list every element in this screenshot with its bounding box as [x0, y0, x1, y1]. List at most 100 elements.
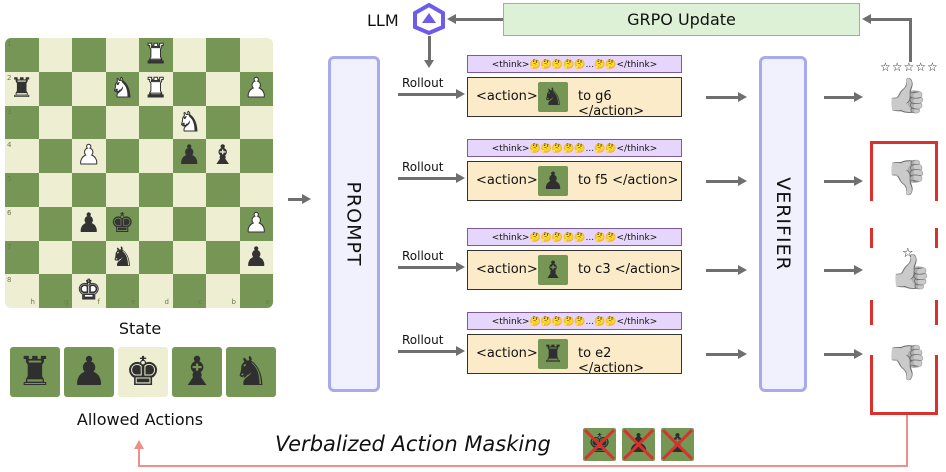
- flow-arrow: [824, 353, 854, 356]
- allowed-action-tile: ♚: [118, 347, 168, 397]
- board-square: [239, 206, 273, 241]
- chess-piece: ♚: [76, 275, 101, 307]
- rank-label: 7: [7, 242, 12, 251]
- rollout-label: Rollout: [402, 160, 444, 174]
- allowed-action-tile: ♝: [172, 347, 222, 397]
- flow-arrow: [706, 180, 738, 183]
- board-square: [105, 173, 139, 207]
- file-label: f: [97, 298, 100, 306]
- action-piece-icon: ♜: [538, 339, 568, 369]
- board-square: [105, 105, 139, 140]
- rank-label: 4: [7, 141, 12, 150]
- board-square: [38, 71, 72, 106]
- allowed-action-tile: ♟: [64, 347, 114, 397]
- rank-label: 1: [7, 40, 12, 48]
- feedback-arrow-head: [134, 440, 144, 449]
- board-square: [206, 139, 240, 173]
- board-square: [5, 274, 39, 308]
- board-square: [139, 105, 173, 140]
- board-square: [172, 173, 206, 207]
- board-square: [105, 274, 139, 308]
- action-box: <action>♝to c3 </action>: [467, 250, 682, 290]
- board-square: [5, 139, 39, 173]
- chess-piece: ♟: [244, 72, 269, 104]
- grpo-feedback-line: [909, 18, 912, 62]
- think-strip: <think>🤔🤔🤔🤔🤔...🤔🤔</think>: [467, 312, 682, 330]
- prompt-label: PROMPT: [343, 181, 366, 267]
- board-square: [239, 274, 273, 308]
- grpo-update-box: GRPO Update: [503, 3, 860, 36]
- board-square: [72, 38, 106, 72]
- thumbs-up-stars-icon: 👍: [885, 76, 929, 116]
- masked-action-tile: ♟: [622, 428, 655, 461]
- flow-arrow: [706, 269, 738, 272]
- board-square: [38, 38, 72, 72]
- chess-piece: ♜: [143, 39, 168, 71]
- think-strip: <think>🤔🤔🤔🤔🤔...🤔🤔</think>: [467, 139, 682, 157]
- red-bracket-right-top: [935, 141, 938, 201]
- board-square: [239, 139, 273, 173]
- arrow-head: [456, 346, 465, 356]
- board-square: [38, 274, 72, 308]
- rank-label: 5: [7, 175, 12, 183]
- board-square: [206, 105, 240, 140]
- feedback-line-horizontal: [138, 465, 908, 467]
- rollout-label: Rollout: [402, 249, 444, 263]
- file-label: b: [231, 298, 236, 306]
- board-square: [72, 206, 106, 241]
- feedback-line-up: [138, 448, 140, 467]
- red-bracket-right-mid: [935, 228, 938, 248]
- arrow-grpo-llm: [454, 18, 504, 21]
- board-square: [72, 105, 106, 140]
- rank-label: 2: [7, 73, 12, 82]
- arrow-head: [424, 60, 434, 68]
- board-square: [206, 38, 240, 72]
- red-bracket-left-bottom: [870, 355, 873, 415]
- board-square: [105, 139, 139, 173]
- flow-arrow: [706, 96, 738, 99]
- board-square: [139, 274, 173, 308]
- arrow-head: [738, 349, 747, 359]
- arrow-head: [854, 349, 863, 359]
- board-square: [72, 274, 106, 308]
- masked-action-tile: ♝: [661, 428, 694, 461]
- rollout-label: Rollout: [402, 333, 444, 347]
- board-square: [105, 71, 139, 106]
- arrow-head: [854, 176, 863, 186]
- board-square: [38, 173, 72, 207]
- llm-down-line: [428, 36, 431, 61]
- arrow-head: [456, 89, 465, 99]
- arrow-head: [854, 92, 863, 102]
- board-square: [139, 38, 173, 72]
- thumbs-down-icon: 👎: [885, 343, 929, 383]
- board-square: [206, 173, 240, 207]
- action-move-text: to f5 </action>: [578, 173, 679, 188]
- board-square: [72, 240, 106, 275]
- board-square: [139, 206, 173, 241]
- flow-arrow: [706, 353, 738, 356]
- rollout-arrow: [398, 350, 456, 353]
- arrow-head: [447, 14, 456, 24]
- board-square: [172, 274, 206, 308]
- board-square: [38, 139, 72, 173]
- board-square: [105, 240, 139, 275]
- board-square: [72, 139, 106, 173]
- board-square: [38, 240, 72, 275]
- board-square: [172, 71, 206, 106]
- board-square: [206, 71, 240, 106]
- allowed-action-tile: ♜: [10, 347, 60, 397]
- board-square: [139, 139, 173, 173]
- verifier-box: VERIFIER: [759, 56, 807, 392]
- board-square: [72, 173, 106, 207]
- chess-piece: ♞: [110, 241, 135, 273]
- rank-label: 3: [7, 107, 12, 116]
- rollout-arrow: [398, 266, 456, 269]
- arrow-board-prompt: [288, 198, 304, 201]
- file-label: h: [30, 298, 35, 306]
- action-piece-icon: ♟: [538, 166, 568, 196]
- file-label: e: [131, 298, 136, 306]
- board-square: [105, 206, 139, 241]
- board-square: [239, 38, 273, 72]
- thumbs-down-icon: 👎: [885, 158, 929, 198]
